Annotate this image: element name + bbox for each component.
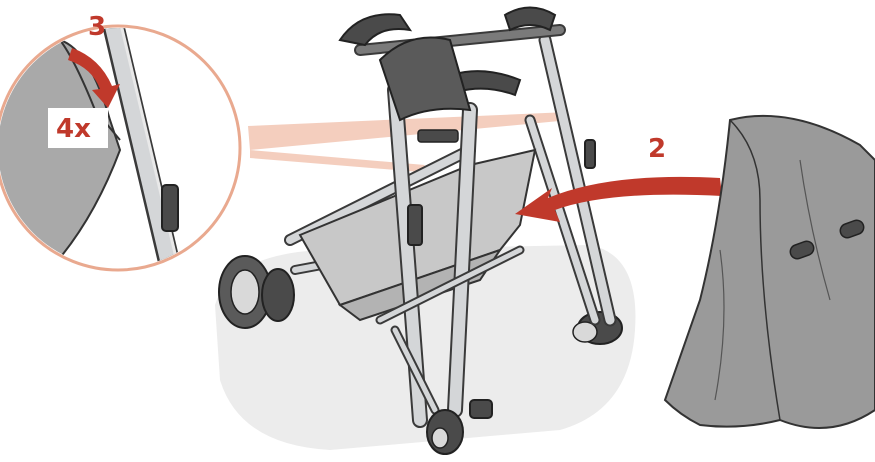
- seat-cover: [665, 116, 875, 428]
- fabric-clip: [162, 185, 178, 231]
- zoom-detail: [0, 20, 240, 300]
- step-3-count-label: 4x: [56, 116, 91, 142]
- zoom-ray-upper: [248, 112, 570, 150]
- step-3-label: 3: [88, 14, 106, 40]
- right-handle-grip: [505, 8, 555, 31]
- step-2-label: 2: [648, 136, 666, 162]
